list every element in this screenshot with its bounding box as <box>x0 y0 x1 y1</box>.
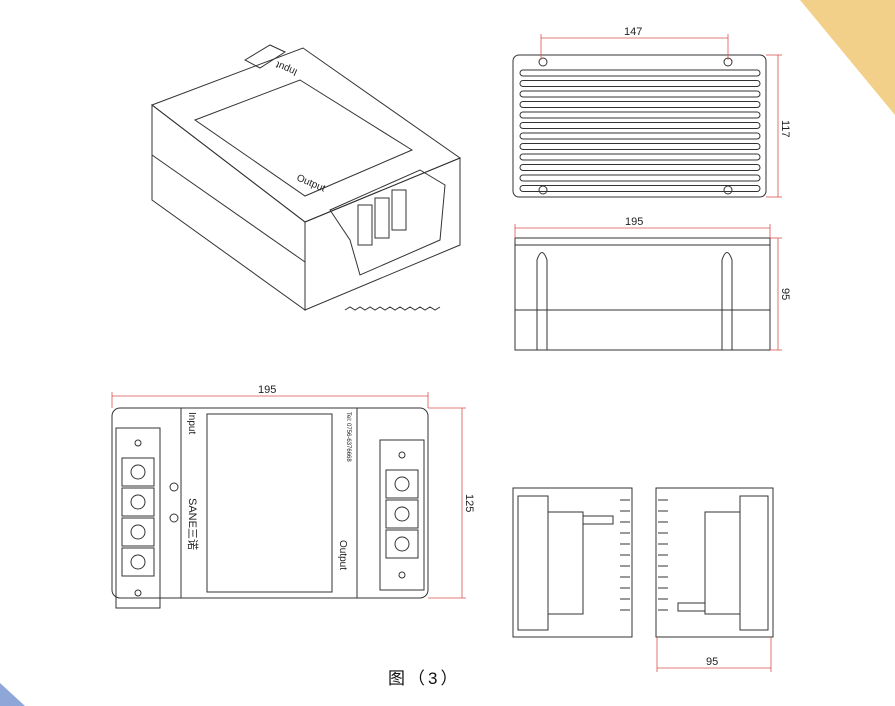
heatsink-fin <box>519 101 761 108</box>
screw-icon <box>134 589 142 597</box>
screw-icon <box>134 439 142 447</box>
heatsink-fin <box>519 174 761 182</box>
screw-icon <box>130 494 146 510</box>
terminal-slot <box>121 547 155 577</box>
screw-icon <box>398 451 406 459</box>
top-view-height-dim: 117 <box>779 120 791 138</box>
end-view-width-dim: 95 <box>706 656 718 668</box>
side-view: 195 95 <box>514 216 791 351</box>
corner-accent-top-right <box>800 0 895 115</box>
side-view-width-dim: 195 <box>625 216 643 228</box>
screw-icon <box>394 506 410 522</box>
terminal-block <box>115 427 161 609</box>
front-view: 195 125 Input Output Tel: 0756-6376668 S… <box>111 384 475 609</box>
heatsink-fin <box>519 164 761 171</box>
isometric-view: Output Input <box>150 44 462 311</box>
front-input-label: Input <box>186 412 197 434</box>
iso-output-label: Output <box>295 173 327 195</box>
heatsink-fin <box>519 80 761 87</box>
figure-caption: 图（3） <box>388 669 461 688</box>
side-view-height-dim: 95 <box>779 288 791 300</box>
screw-icon <box>394 476 410 492</box>
screw-icon <box>398 571 406 579</box>
terminal-slot <box>385 529 419 559</box>
terminal-slot <box>385 499 419 529</box>
front-tel-label: Tel: 0756-6376668 <box>345 412 351 462</box>
front-view-width-dim: 195 <box>258 384 276 396</box>
top-view: 147 117 <box>512 26 791 198</box>
heatsink-fin <box>519 143 761 150</box>
iso-input-label: Input <box>274 58 299 77</box>
front-brand-label: SANE三诺 <box>186 498 199 550</box>
corner-accent-bottom-left <box>0 683 25 706</box>
heatsink-fin <box>519 90 761 98</box>
screw-icon <box>130 464 146 480</box>
screw-icon <box>130 524 146 540</box>
front-output-label: Output <box>337 540 348 570</box>
terminal-slot <box>121 487 155 517</box>
top-view-width-dim: 147 <box>624 26 642 38</box>
heatsink-fin <box>519 69 761 77</box>
terminal-slot <box>121 457 155 487</box>
heatsink-fin <box>519 122 761 129</box>
heatsink-fin <box>519 132 761 140</box>
heatsink-fin <box>519 153 761 161</box>
screw-icon <box>130 554 146 570</box>
terminal-slot <box>385 469 419 499</box>
heatsink-fin <box>519 185 761 192</box>
end-views: 95 <box>512 487 774 672</box>
terminal-slot <box>121 517 155 547</box>
heatsink-fin <box>519 111 761 119</box>
front-view-height-dim: 125 <box>463 494 475 512</box>
screw-icon <box>394 536 410 552</box>
terminal-block <box>379 439 425 591</box>
